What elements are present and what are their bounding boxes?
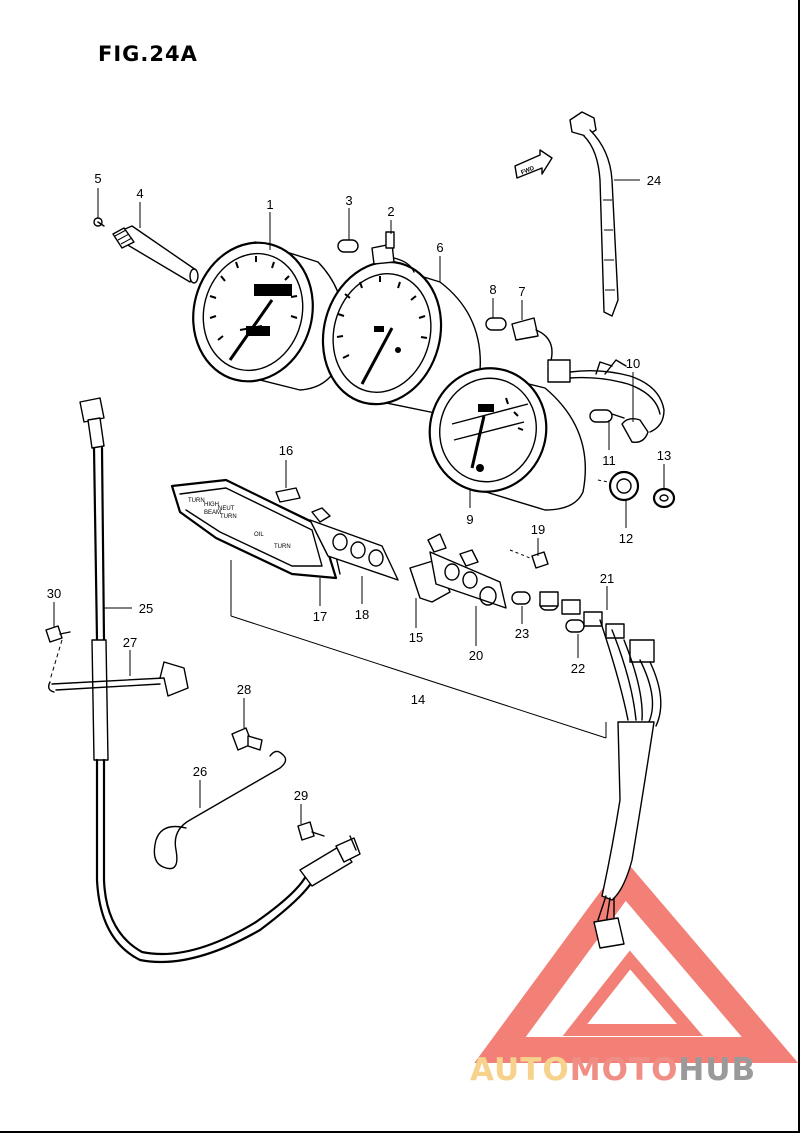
bolt-30 [45,625,71,643]
callout-16: 16 [279,443,293,458]
callout-10: 10 [626,356,640,371]
callout-6: 6 [436,240,443,255]
callout-numbers: 1 2 3 4 5 6 7 8 9 10 11 12 13 14 15 16 1… [47,171,671,803]
callout-19: 19 [531,522,545,537]
callout-9: 9 [466,512,473,527]
callout-2: 2 [387,204,394,219]
brand-part-moto: MOTO [569,1052,679,1088]
speedometer-cable-25 [79,397,361,964]
panel-label-3: BEAM [204,510,221,516]
indicator-panel: TURN HIGH NEUT BEAM TURN OIL TURN [170,478,341,580]
callout-8: 8 [489,282,496,297]
brand-part-hub: HUB [678,1052,757,1088]
speedo-cable-fitting [112,225,199,284]
panel-label-0: TURN [188,498,205,504]
gauge-wiring [547,359,665,433]
socket-holder-20 [429,549,507,609]
panel-label-6: TURN [274,544,291,550]
callout-4: 4 [136,186,143,201]
aux-gauge [428,367,586,511]
callout-25: 25 [139,601,153,616]
fwd-arrow: FWD [514,149,553,179]
callout-23: 23 [515,626,529,641]
callout-27: 27 [123,635,137,650]
socket-2 [371,231,415,273]
callout-5: 5 [94,171,101,186]
screw-19 [509,549,549,569]
cable-bracket-27 [47,639,189,697]
callout-29: 29 [294,788,308,803]
callout-18: 18 [355,607,369,622]
panel-label-2: NEUT [218,506,235,512]
callout-1: 1 [266,197,273,212]
bolt-28 [231,727,263,751]
callout-17: 17 [313,609,327,624]
figure-title: FIG.24A [98,42,198,66]
speedometer [192,241,346,391]
panel-label-4: TURN [220,514,237,520]
callout-12: 12 [619,531,633,546]
socket-7 [511,317,553,371]
lens-holder-18 [309,507,399,581]
bulb-8 [485,317,507,331]
panel-label-1: HIGH [204,502,219,508]
grommet-12 [597,470,640,502]
panel-label-5: OIL [254,532,264,538]
callout-14: 14 [411,692,425,707]
callout-11: 11 [602,453,616,468]
spring-26 [153,750,287,870]
sockets-21-22 [539,591,655,663]
leader-lines [53,179,665,824]
screw-5 [93,217,105,227]
callout-28: 28 [237,682,251,697]
bulb-11 [589,409,625,423]
callout-15: 15 [409,630,423,645]
brand-part-auto: AUTO [470,1052,570,1088]
callout-22: 22 [571,661,585,676]
main-harness [593,619,662,949]
bulb-3 [337,239,359,253]
callout-7: 7 [518,284,525,299]
bolt-29 [297,821,325,841]
assembly-bracket-14 [230,560,607,739]
callout-26: 26 [193,764,207,779]
washer-13 [652,487,676,509]
callout-24: 24 [647,173,661,188]
callout-20: 20 [469,648,483,663]
callout-3: 3 [345,193,352,208]
watermark-logo [474,859,799,1063]
socket-10 [621,417,649,443]
callout-30: 30 [47,586,61,601]
watermark-brand: AUTOMOTOHUB [470,1052,756,1088]
callout-21: 21 [600,571,614,586]
callout-13: 13 [657,448,671,463]
cable-tie-24 [569,111,619,317]
fwd-label: FWD [520,165,536,176]
